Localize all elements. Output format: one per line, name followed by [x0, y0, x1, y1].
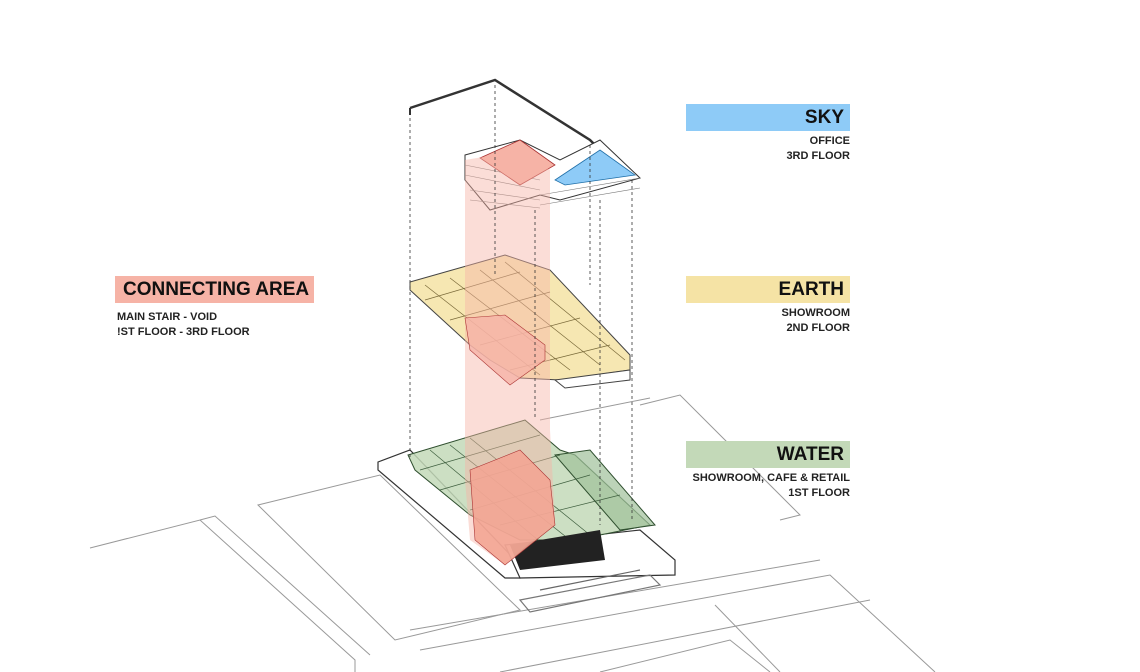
earth-use: SHOWROOM: [781, 307, 850, 319]
sky-floor-plate: [409, 78, 641, 211]
sky-use: OFFICE: [809, 135, 850, 147]
water-description: SHOWROOM, CAFE & RETAIL 1ST FLOOR: [680, 471, 850, 501]
sky-floor: 3RD FLOOR: [786, 150, 850, 162]
earth-description: SHOWROOM 2ND FLOOR: [686, 306, 850, 336]
connecting-void-column: [464, 150, 556, 566]
water-floor: 1ST FLOOR: [788, 487, 850, 499]
connecting-area-label: CONNECTING AREA: [115, 276, 314, 303]
earth-floor: 2ND FLOOR: [786, 322, 850, 334]
connecting-area-description: MAIN STAIR - VOID !ST FLOOR - 3RD FLOOR: [117, 310, 317, 340]
earth-label: EARTH: [686, 276, 850, 303]
projection-dashed-lines: [409, 85, 633, 525]
sky-label: SKY: [686, 104, 850, 131]
connecting-area-use: MAIN STAIR - VOID: [117, 311, 218, 323]
site-ground-lines: [89, 394, 936, 672]
sky-description: OFFICE 3RD FLOOR: [686, 134, 850, 164]
water-label: WATER: [686, 441, 850, 468]
water-use: SHOWROOM, CAFE & RETAIL: [692, 472, 850, 484]
connecting-area-floors: !ST FLOOR - 3RD FLOOR: [117, 326, 250, 338]
